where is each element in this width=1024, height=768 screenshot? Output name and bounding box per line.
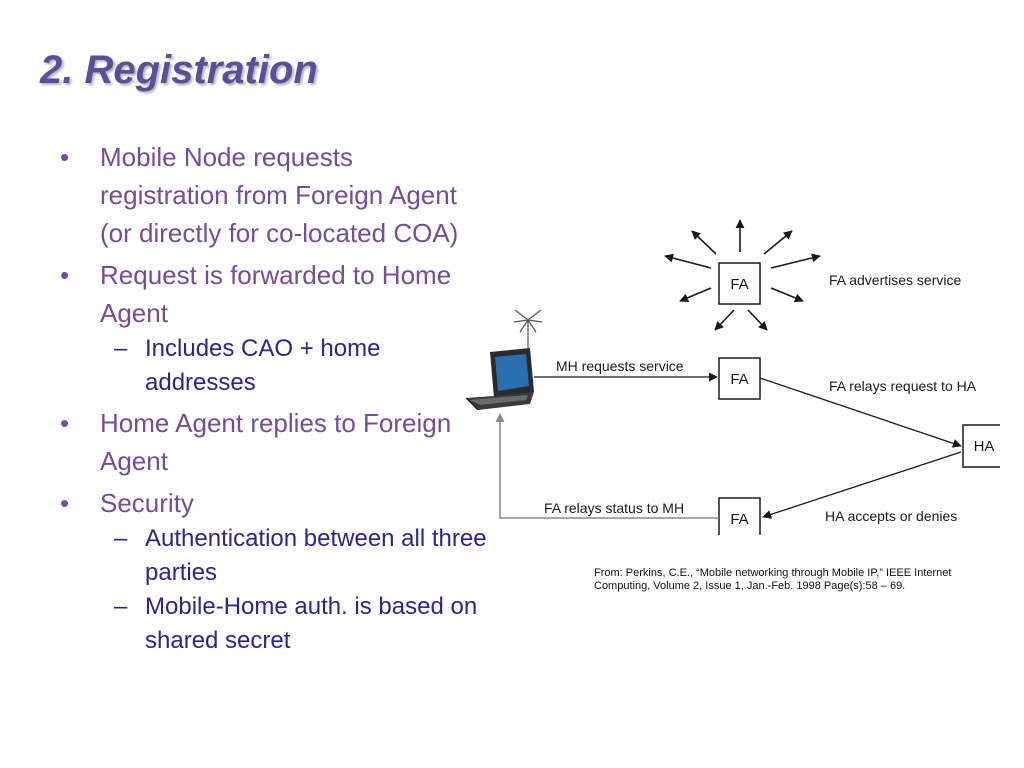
registration-diagram: FA FA advertises service MH requests ser… [465, 219, 1000, 535]
fa-label-bottom: FA [730, 511, 748, 528]
ha-response-arrow [762, 451, 962, 519]
sub-bullet-list: Includes CAO + home addresses [100, 332, 488, 400]
bullet-text: Request is forwarded to Home Agent [100, 260, 452, 328]
fa-relays-request-label: FA relays request to HA [829, 378, 977, 394]
mh-requests-label: MH requests service [556, 358, 684, 374]
fa-box-mid [718, 357, 761, 400]
sub-bullet-list: Authentication between all three parties… [100, 522, 488, 658]
bullet-text: Mobile Node requests registration from F… [100, 142, 459, 248]
citation-text: From: Perkins, C.E., “Mobile networking … [594, 567, 952, 592]
advertises-label: FA advertises service [829, 272, 961, 288]
fa-relay-request-arrow [759, 377, 962, 448]
fa-status-return-path [495, 413, 719, 519]
fa-label-mid: FA [730, 371, 748, 388]
antenna-icon [513, 309, 543, 348]
bullet-text: Home Agent replies to Foreign Agent [100, 408, 452, 476]
fa-relays-status-label: FA relays status to MH [544, 500, 684, 516]
sub-bullet-item: Includes CAO + home addresses [100, 332, 488, 400]
bullet-item: Request is forwarded to Home Agent Inclu… [58, 256, 488, 400]
slide-title: 2. Registration [40, 48, 318, 92]
bullet-item: Home Agent replies to Foreign Agent [58, 404, 488, 480]
fa-box-bottom [718, 497, 761, 535]
fa-label-top: FA [730, 276, 748, 293]
bullet-text: Security [100, 488, 194, 518]
ha-box [962, 424, 1000, 468]
sub-bullet-item: Authentication between all three parties [100, 522, 488, 590]
bullet-list: Mobile Node requests registration from F… [58, 138, 488, 662]
laptop-icon [465, 348, 534, 411]
ha-accepts-label: HA accepts or denies [825, 508, 957, 524]
fa-box-top [718, 262, 761, 305]
bullet-item: Mobile Node requests registration from F… [58, 138, 488, 252]
bullet-item: Security Authentication between all thre… [58, 484, 488, 658]
ha-label: HA [974, 438, 995, 455]
sub-bullet-item: Mobile-Home auth. is based on shared sec… [100, 590, 488, 658]
broadcast-arrows [664, 219, 821, 331]
